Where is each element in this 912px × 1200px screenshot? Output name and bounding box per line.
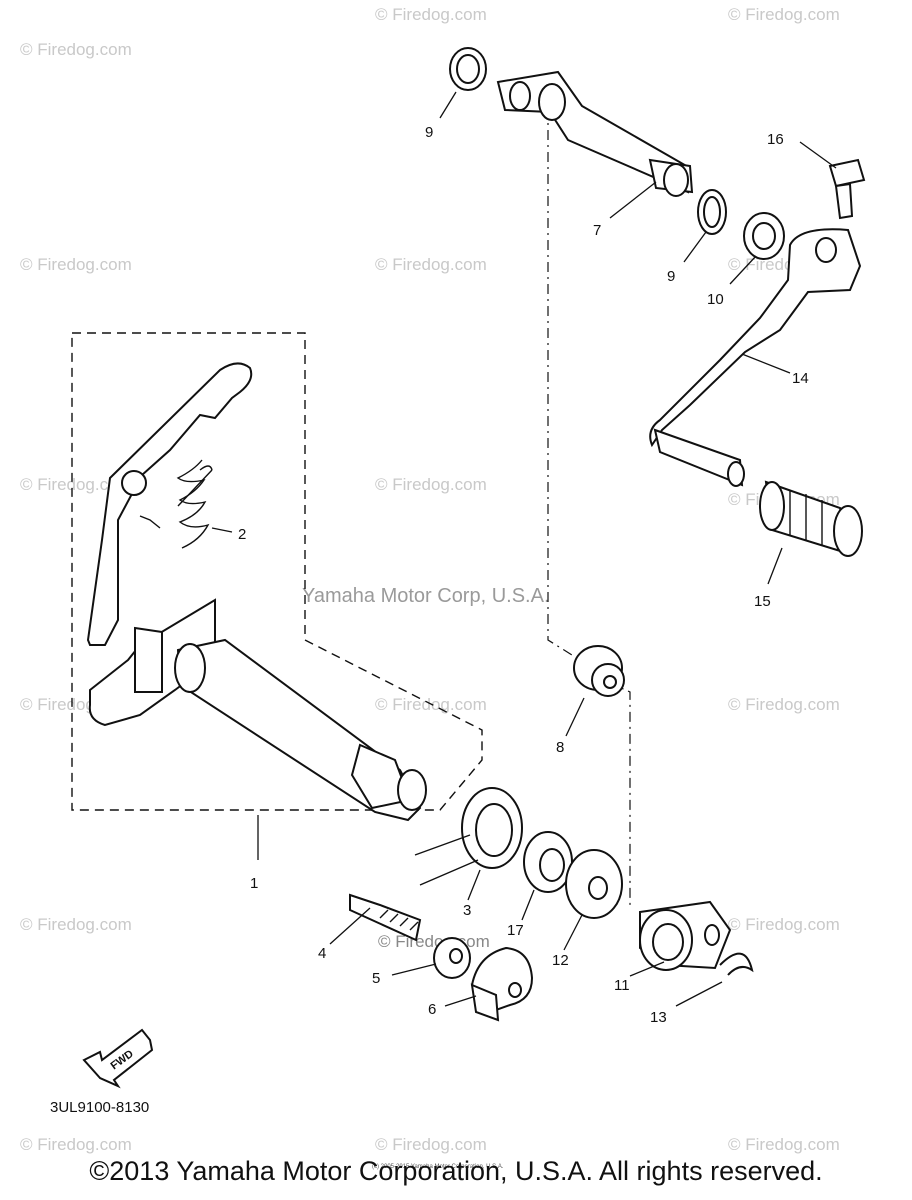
- stopper-plate-part: [470, 946, 534, 1022]
- watermark: © Firedog.com: [20, 40, 132, 59]
- watermark: © Firedog.com: [728, 5, 840, 24]
- pedal-rubber-part: [759, 480, 863, 557]
- alignment-line: [547, 108, 581, 661]
- spring-part: [139, 459, 213, 549]
- callout-4: 4: [318, 945, 326, 962]
- watermark-layer: © Firedog.com © Firedog.com © Firedog.co…: [20, 5, 840, 1170]
- collar-part: [573, 645, 625, 697]
- watermark: © Firedog.com: [375, 255, 487, 274]
- fwd-arrow-icon: FWD: [82, 1028, 154, 1089]
- shift-shaft-assembly: [86, 362, 427, 822]
- oil-seal-part: [743, 212, 785, 260]
- callout-6: 6: [428, 1001, 436, 1018]
- callout-14: 14: [792, 370, 809, 387]
- callout-9: 9: [425, 124, 433, 141]
- watermark: © Firedog.com: [20, 475, 132, 494]
- callout-3: 3: [463, 902, 471, 919]
- watermark: © Firedog.com: [375, 475, 487, 494]
- torsion-spring-part: [414, 787, 523, 886]
- lever-part: [639, 900, 732, 971]
- callout-layer: 9 7 9 10 16 14 15 8 2 1 3 4 5 6 17 12 11…: [238, 124, 809, 1026]
- callout-9: 9: [667, 268, 675, 285]
- bolt-part: [828, 158, 866, 220]
- callout-1: 1: [250, 875, 258, 892]
- callout-15: 15: [754, 593, 771, 610]
- callout-17: 17: [507, 922, 524, 939]
- copyright-footer: ©2013 Yamaha Motor Corporation, U.S.A. A…: [89, 1156, 823, 1186]
- watermark: © Firedog.com: [728, 1135, 840, 1154]
- assembly-box-outline: [71, 332, 483, 811]
- washer-part: [449, 47, 487, 91]
- callout-16: 16: [767, 131, 784, 148]
- credit-text: (c) 2005-2015 Yamaha Motor Corporation, …: [372, 1164, 504, 1170]
- part-code: 3UL9100-8130: [50, 1099, 149, 1116]
- callout-8: 8: [556, 739, 564, 756]
- watermark: © Firedog.com: [20, 255, 132, 274]
- shift-pedal-part: [649, 228, 862, 487]
- callout-7: 7: [593, 222, 601, 239]
- circlip-part: [719, 952, 754, 976]
- washer-part: [565, 849, 623, 919]
- watermark: © Firedog.com: [728, 695, 840, 714]
- callout-11: 11: [614, 977, 630, 994]
- callout-13: 13: [650, 1009, 667, 1026]
- watermark: © Firedog.com: [375, 1135, 487, 1154]
- mid-watermark: © Firedog.com: [378, 932, 490, 951]
- watermark: © Firedog.com: [375, 5, 487, 24]
- callout-12: 12: [552, 952, 569, 969]
- pin-part: [349, 893, 422, 942]
- watermark: © Firedog.com: [20, 1135, 132, 1154]
- watermark: © Firedog.com: [728, 915, 840, 934]
- spacer-part: [433, 937, 471, 979]
- washer-part: [697, 189, 727, 235]
- callout-10: 10: [707, 291, 724, 308]
- center-watermark: Yamaha Motor Corp, U.S.A.: [302, 585, 550, 607]
- callout-2: 2: [238, 526, 246, 543]
- leader-lines: [211, 91, 837, 1007]
- watermark: © Firedog.com: [20, 915, 132, 934]
- shift-shaft-upper: [496, 70, 694, 197]
- callout-5: 5: [372, 970, 380, 987]
- oil-seal-part: [523, 831, 573, 893]
